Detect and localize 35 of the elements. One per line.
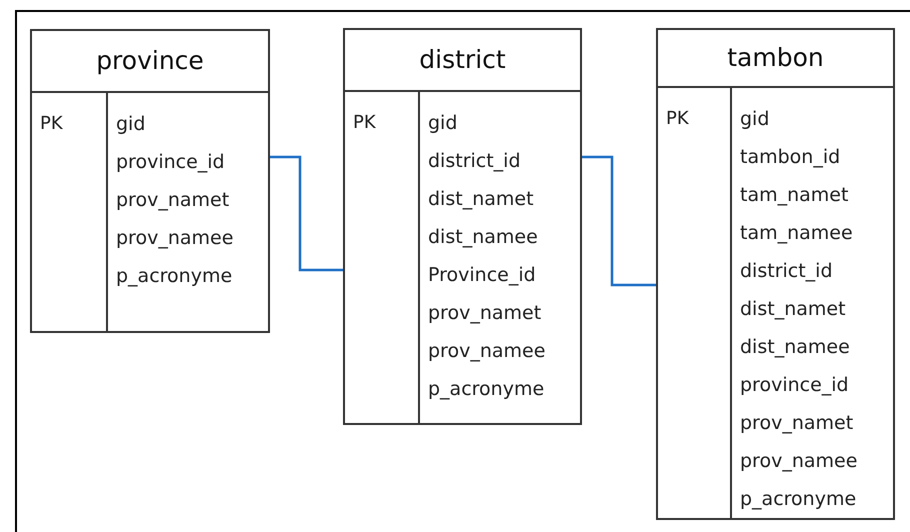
field-name: district_id — [740, 259, 834, 284]
field-name: dist_namet — [428, 187, 535, 212]
key-label: PK — [353, 111, 377, 135]
field-name: tambon_id — [740, 145, 842, 170]
field-name: prov_namee — [740, 449, 858, 474]
connector-line — [582, 156, 656, 286]
field-name: dist_namet — [740, 297, 847, 322]
field-name: tam_namee — [740, 221, 854, 246]
field-name: dist_namee — [740, 335, 851, 360]
field-name: district_id — [428, 149, 522, 174]
table-title: tambon — [727, 42, 824, 74]
table-title: district — [419, 44, 506, 76]
field-name: gid — [740, 107, 770, 132]
table-box — [30, 29, 270, 333]
connector-line — [270, 156, 343, 272]
field-name: prov_namee — [116, 226, 234, 251]
field-name: gid — [428, 111, 458, 136]
field-name: p_acronyme — [740, 487, 858, 512]
field-name: prov_namee — [428, 339, 546, 364]
field-name: prov_namet — [116, 188, 230, 213]
field-name: prov_namet — [740, 411, 854, 436]
table-title: province — [96, 45, 204, 78]
field-name: province_id — [740, 373, 850, 398]
field-name: Province_id — [428, 263, 537, 288]
table-box — [343, 28, 582, 425]
field-name: prov_namet — [428, 301, 542, 326]
field-name: p_acronyme — [116, 264, 234, 289]
field-name: gid — [116, 112, 146, 137]
key-label: PK — [40, 112, 64, 136]
key-label: PK — [666, 107, 690, 131]
field-name: tam_namet — [740, 183, 850, 208]
field-name: dist_namee — [428, 225, 539, 250]
field-name: province_id — [116, 150, 226, 175]
table-box — [656, 28, 895, 520]
field-name: p_acronyme — [428, 377, 546, 402]
